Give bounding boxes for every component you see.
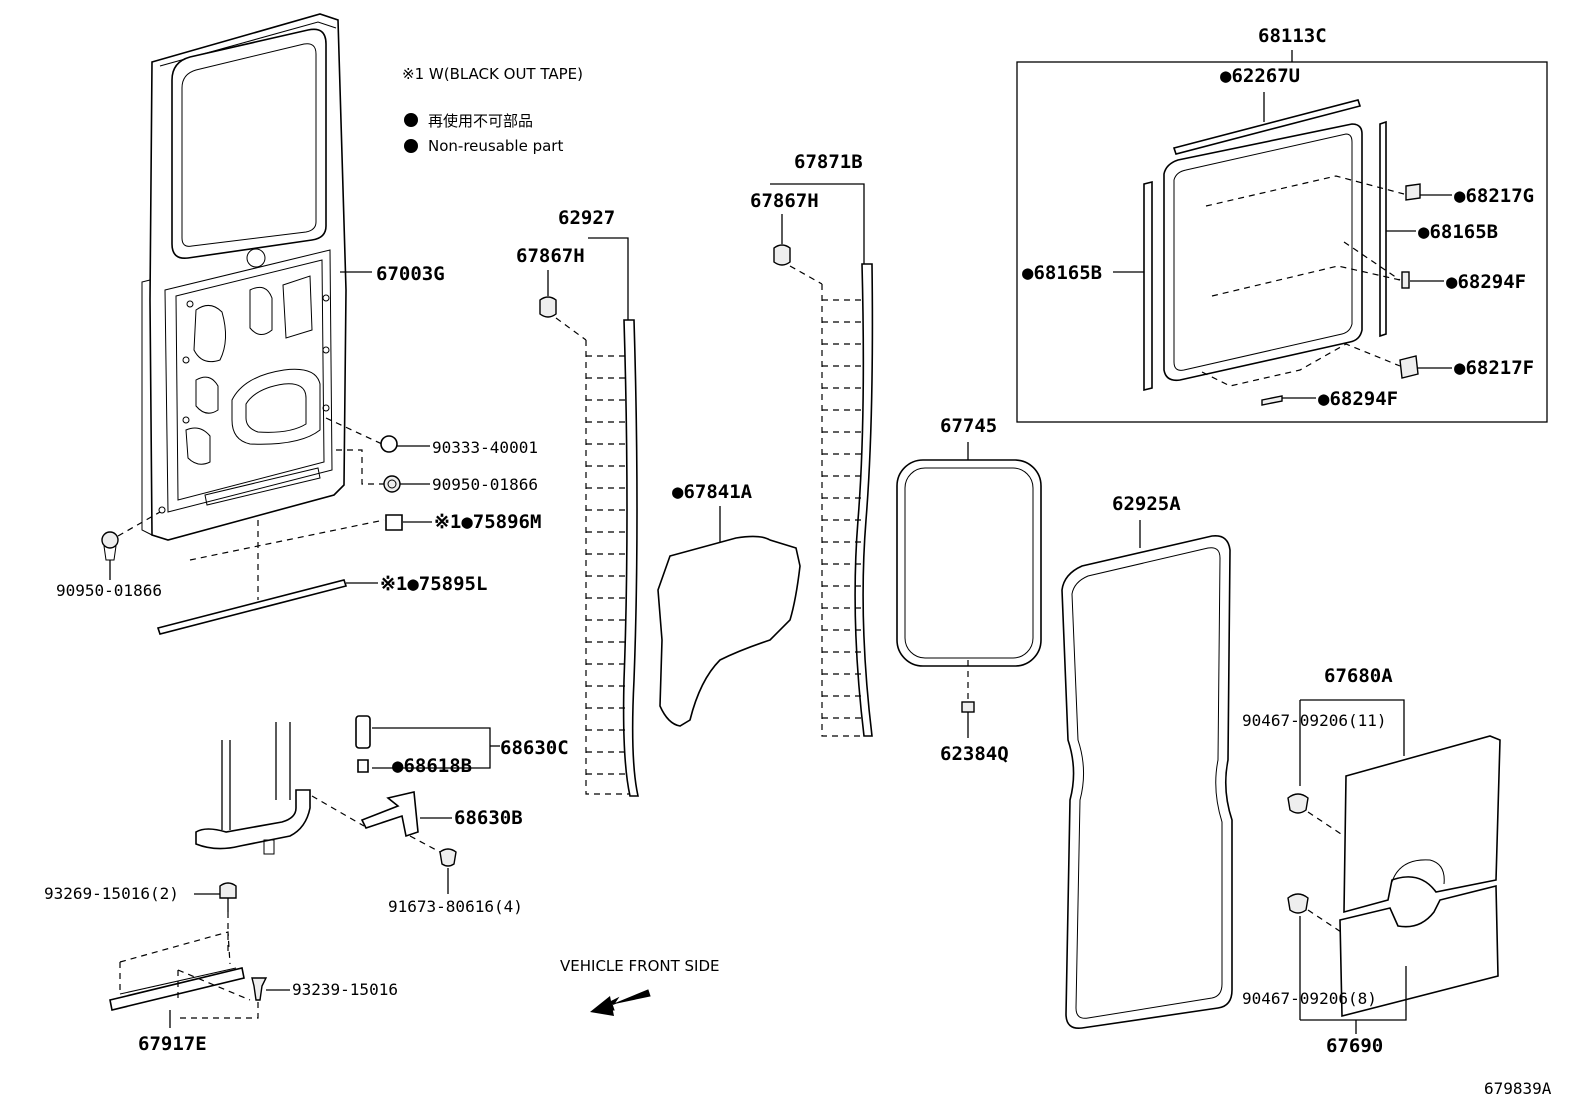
label-67867h-right: 67867H (750, 190, 819, 212)
label-68618b: ●68618B (392, 755, 472, 777)
label-93239-15016: 93239-15016 (292, 980, 398, 999)
hinge-base (195, 789, 311, 850)
label-68294f-bottom: ●68294F (1318, 388, 1398, 410)
arrow-head-icon (590, 996, 614, 1016)
non-reusable-dot-icon (404, 139, 418, 153)
label-90467-09206-11: 90467-09206(11) (1242, 711, 1387, 730)
label-67745: 67745 (940, 415, 997, 437)
label-62384q: 62384Q (940, 743, 1009, 765)
nut-part (101, 531, 119, 549)
tape-part (385, 514, 403, 531)
glass-run-left (1143, 180, 1153, 392)
label-90950-01866-right: 90950-01866 (432, 475, 538, 494)
label-91673-80616: 91673-80616(4) (388, 897, 523, 916)
label-75896m: ※1●75896M (434, 511, 541, 533)
assembly-box-68113c (1016, 61, 1548, 423)
label-67690: 67690 (1326, 1035, 1383, 1057)
trim-board-67690 (1339, 884, 1499, 1018)
joint-part (961, 701, 975, 713)
clip-part (1399, 355, 1419, 379)
note-non-reusable-jp: 再使用不可部品 (428, 112, 533, 130)
cover-67841a (657, 535, 801, 727)
screw-part (251, 977, 268, 1001)
back-door-panel (141, 13, 347, 541)
label-68294f-right: ●68294F (1446, 271, 1526, 293)
weatherstrip-67745 (896, 459, 1042, 667)
bolt-part (439, 848, 457, 867)
tape-ladder (822, 299, 862, 719)
label-90333-40001: 90333-40001 (432, 438, 538, 457)
label-68113c: 68113C (1258, 25, 1327, 47)
clip-part (1261, 395, 1283, 406)
diagram-id: 679839A (1484, 1079, 1552, 1098)
label-62925a: 62925A (1112, 493, 1181, 515)
label-90467-09206-8: 90467-09206(8) (1242, 989, 1377, 1008)
nut-part (383, 475, 401, 493)
label-93269-15016: 93269-15016(2) (44, 884, 179, 903)
non-reusable-dot-icon (404, 113, 418, 127)
label-62267u: ●62267U (1220, 65, 1300, 87)
glass-strip-62267u (1172, 99, 1362, 155)
weatherstrip-62925a (1061, 534, 1233, 1030)
label-68165b-left: ●68165B (1022, 262, 1102, 284)
tape-strip-part (156, 579, 348, 635)
plug-part (380, 435, 398, 453)
hinge-68630b (360, 791, 419, 838)
clip-part (539, 296, 557, 318)
note-non-reusable-en: Non-reusable part (428, 137, 563, 155)
label-67917e: 67917E (138, 1033, 207, 1055)
label-68165b-right: ●68165B (1418, 221, 1498, 243)
label-67680a: 67680A (1324, 665, 1393, 687)
glass-frame (1163, 123, 1363, 382)
label-62927: 62927 (558, 207, 615, 229)
step-plate-67917e (109, 967, 245, 1011)
weatherstrip-67871b (854, 263, 874, 737)
tape-ladder (586, 355, 626, 775)
vehicle-front-label: VEHICLE FRONT SIDE (560, 957, 720, 975)
hinge-pin (355, 715, 371, 749)
label-68217f: ●68217F (1454, 357, 1534, 379)
label-67867h-left: 67867H (516, 245, 585, 267)
clip-part (1405, 183, 1421, 201)
label-68217g: ●68217G (1454, 185, 1534, 207)
clip-part (773, 244, 791, 266)
label-90950-01866-left: 90950-01866 (56, 581, 162, 600)
hinge-bushing (357, 759, 369, 773)
label-75895l: ※1●75895L (380, 573, 487, 595)
label-67841a: ●67841A (672, 481, 753, 503)
screw-part (219, 882, 237, 899)
weatherstrip-62927 (622, 319, 639, 797)
clip-part (1401, 271, 1410, 289)
label-68630b: 68630B (454, 807, 523, 829)
note-black-out-tape: ※1 W(BLACK OUT TAPE) (402, 65, 583, 83)
label-67871b: 67871B (794, 151, 863, 173)
trim-clip (1287, 893, 1309, 914)
trim-clip (1287, 793, 1309, 814)
glass-run-right (1379, 120, 1387, 338)
label-67003g: 67003G (376, 263, 445, 285)
label-68630c: 68630C (500, 737, 569, 759)
trim-board-67680a (1343, 735, 1501, 914)
